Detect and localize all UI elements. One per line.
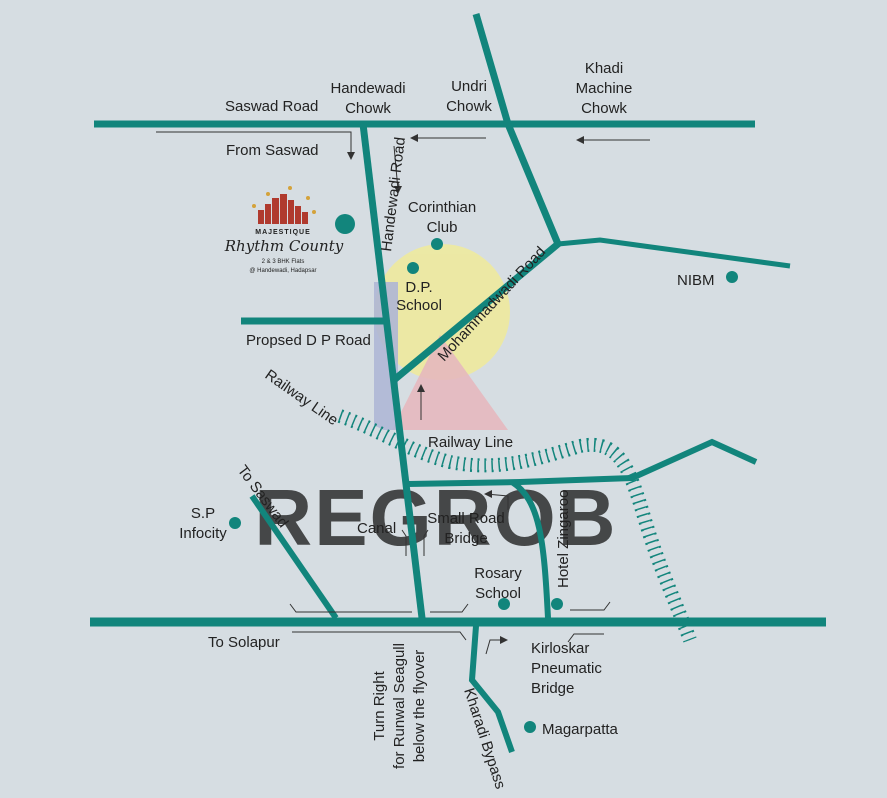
handewadi-road-line <box>359 123 426 619</box>
hotel-zingaroo-pin[interactable] <box>551 598 563 610</box>
to-saswad-road-line <box>249 494 339 620</box>
from-saswad-arrowhead <box>347 152 355 160</box>
proposed-dp-road-label: Propsed D P Road <box>246 332 371 349</box>
undri-chowk-label-line1: Undri <box>451 78 487 95</box>
corinthian-club-label-line1: Corinthian <box>408 199 476 216</box>
khadi-machine-chowk-label-line1: Khadi <box>585 60 623 77</box>
undri-chowk-label-line2: Chowk <box>446 98 492 115</box>
small-road-bridge-label-line1: Small Road <box>427 510 505 527</box>
logo-name: MAJESTIQUE <box>255 229 311 236</box>
railway-up-arrowhead <box>417 384 425 392</box>
khadi-left-arrowhead <box>576 136 584 144</box>
logo-tagline: Rhythm County <box>224 237 344 255</box>
nibm-label: NIBM <box>677 272 715 289</box>
dp-school-label-line1: D.P. <box>405 279 432 296</box>
canal-bracket-right <box>423 529 429 556</box>
dp-school-label-line2: School <box>396 297 442 314</box>
from-saswad-label: From Saswad <box>226 142 319 159</box>
solapur-lower-bracket <box>292 631 467 641</box>
to-solapur-label: To Solapur <box>208 634 280 651</box>
solapur-upper-bracket-right <box>430 603 469 613</box>
hotel-zingaroo-label: Hotel Zingaroo <box>555 490 572 588</box>
project-location-pin[interactable] <box>335 214 355 234</box>
sp-infocity-pin[interactable] <box>229 517 241 529</box>
turn-right-label-line3: below the flyover <box>411 650 428 763</box>
kirloskar-label-line1: Kirloskar <box>531 640 589 657</box>
logo-subtitle-1: 2 & 3 BHK Flats <box>262 259 305 265</box>
undri-mohammadwadi-road-line <box>391 13 563 383</box>
khadi-machine-chowk-label-line3: Chowk <box>581 100 627 117</box>
magarpatta-pin[interactable] <box>524 721 536 733</box>
skyline-icon <box>258 194 308 224</box>
rosary-school-pin[interactable] <box>498 598 510 610</box>
kirloskar-arrow <box>485 639 504 655</box>
canal-label: Canal <box>357 520 396 537</box>
canal-bracket-left <box>401 529 407 556</box>
kirloskar-label-line2: Pneumatic <box>531 660 602 677</box>
kirloskar-arrowhead <box>500 636 508 644</box>
cross-road-line <box>407 438 758 487</box>
turn-right-label-line2: for Runwal Seagull <box>391 643 408 769</box>
turn-right-label-line1: Turn Right <box>371 670 388 740</box>
rosary-school-label-line2: School <box>475 585 521 602</box>
corinthian-club-pin[interactable] <box>431 238 443 250</box>
bridge-arrowhead <box>484 490 492 498</box>
nibm-pin[interactable] <box>726 271 738 283</box>
direction-arrows <box>156 131 650 655</box>
kharadi-bypass-line <box>468 625 515 753</box>
saswad-left-arrowhead <box>410 134 418 142</box>
logo-subtitle-2: @ Handewadi, Hadapsar <box>249 268 316 274</box>
watermark-text: REGROB <box>254 473 617 562</box>
solapur-upper-bracket <box>289 603 412 613</box>
sp-infocity-label-line2: Infocity <box>179 525 227 542</box>
handewadi-chowk-label-line1: Handewadi <box>330 80 405 97</box>
small-road-bridge-label-line2: Bridge <box>444 530 487 547</box>
kirloskar-bracket <box>567 633 604 643</box>
zingaroo-bracket <box>570 601 611 611</box>
music-notes-icon <box>252 186 316 214</box>
hotel-zingaroo-road-line <box>510 479 551 619</box>
handewadi-down-arrowhead <box>394 186 402 194</box>
from-saswad-arrow <box>156 131 352 158</box>
watermark-yellow-circle <box>374 244 510 380</box>
bridge-arrow <box>485 493 509 510</box>
roads <box>90 13 826 753</box>
khadi-machine-chowk-label-line2: Machine <box>576 80 633 97</box>
handewadi-chowk-label-line2: Chowk <box>345 100 391 117</box>
saswad-road-label: Saswad Road <box>225 98 318 115</box>
railway-line-label-2: Railway Line <box>428 434 513 451</box>
sp-infocity-label-line1: S.P <box>191 505 215 522</box>
corinthian-club-label-line2: Club <box>427 219 458 236</box>
magarpatta-label: Magarpatta <box>542 721 619 738</box>
kirloskar-label-line3: Bridge <box>531 680 574 697</box>
rosary-school-label-line1: Rosary <box>474 565 522 582</box>
railway-track <box>337 409 697 643</box>
dp-school-pin[interactable] <box>407 262 419 274</box>
handewadi-down-arrow <box>393 145 399 191</box>
project-logo: MAJESTIQUE Rhythm County 2 & 3 BHK Flats… <box>224 186 344 274</box>
nibm-road-line <box>557 237 791 269</box>
